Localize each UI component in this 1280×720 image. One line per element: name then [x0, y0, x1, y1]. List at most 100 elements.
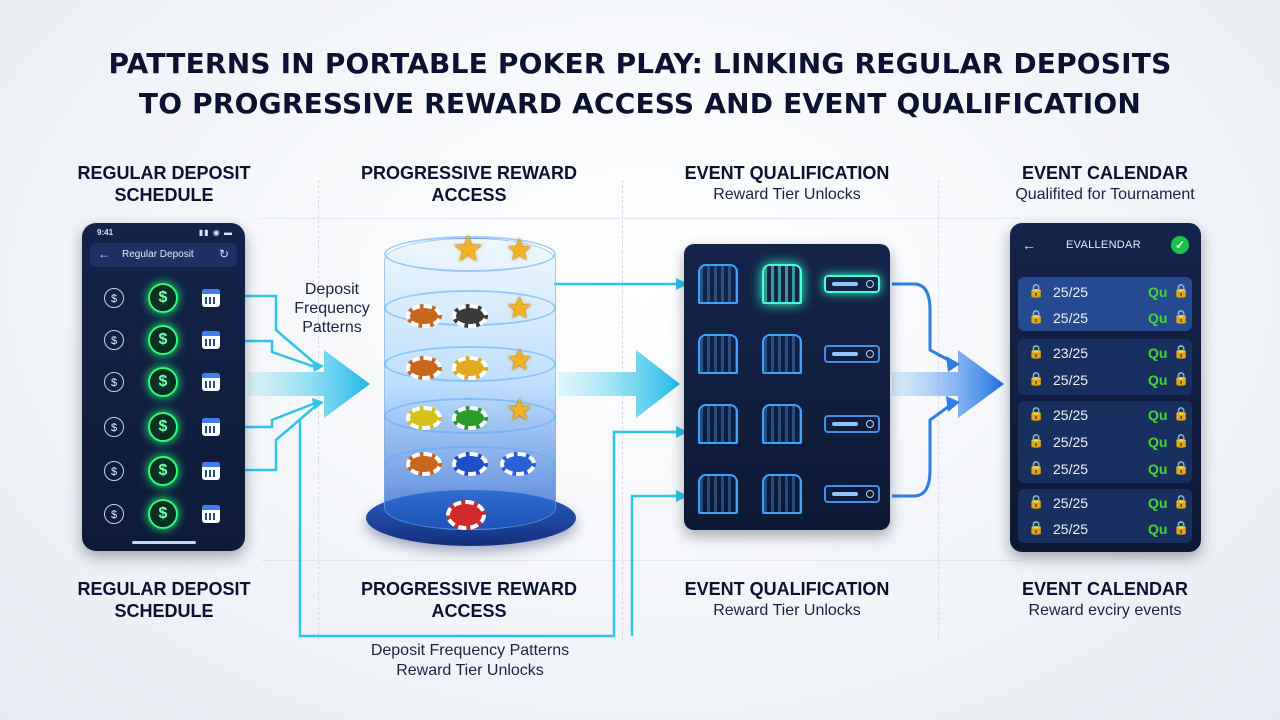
- deposit-row[interactable]: $ $: [102, 367, 232, 397]
- lock-icon: 🔒: [1028, 460, 1045, 475]
- connector-line: [236, 400, 319, 429]
- status-icons: ▮▮ ◉ ▬: [198, 228, 233, 237]
- arrowhead: [946, 396, 960, 412]
- progress-slot-icon: [824, 415, 880, 433]
- event-group[interactable]: 🔒 25/25 Qu 🔒 🔒 25/25 Qu 🔒: [1018, 277, 1192, 331]
- event-row[interactable]: 🔒 25/25 Qu 🔒: [1028, 281, 1189, 303]
- lock-icon: 🔒: [1028, 520, 1045, 535]
- label-line: Deposit: [304, 281, 360, 298]
- calendar-icon: [202, 373, 220, 391]
- guide-line: [938, 180, 939, 640]
- connector-line: [236, 294, 319, 367]
- dollar-coin-icon: $: [104, 417, 124, 437]
- poker-chip-icon: [406, 356, 442, 380]
- star-icon: ★: [506, 344, 533, 377]
- deposit-frequency-label: Deposit Frequency Patterns: [282, 280, 382, 337]
- refresh-icon[interactable]: ↻: [218, 247, 229, 261]
- event-row[interactable]: 🔒 25/25 Qu 🔒: [1028, 404, 1189, 426]
- star-icon: ★: [506, 234, 533, 267]
- guide-line: [260, 218, 1020, 219]
- connector-line: [892, 402, 953, 498]
- event-date: 25/25: [1053, 521, 1089, 537]
- heading-line: SCHEDULE: [114, 601, 214, 621]
- cylinder-tier-ring: [384, 446, 556, 482]
- gate-icon: [762, 334, 802, 374]
- event-group[interactable]: 🔒 25/25 Qu 🔒 🔒 25/25 Qu 🔒 🔒 25/25 Qu 🔒: [1018, 401, 1192, 483]
- arrowhead: [946, 356, 960, 372]
- heading-reward-access-top: PROGRESSIVE REWARD ACCESS: [349, 162, 589, 206]
- connector-line: [892, 282, 953, 364]
- big-arrow: [892, 350, 1004, 418]
- event-row[interactable]: 🔒 25/25 Qu 🔒: [1028, 431, 1190, 453]
- event-row[interactable]: 🔒 25/25 Qu 🔒: [1028, 369, 1190, 391]
- arrowhead: [676, 278, 688, 290]
- heading-line: EVENT QUALIFICATION: [684, 579, 890, 599]
- gate-icon: [698, 474, 738, 514]
- lock-icon: 🔒: [1173, 520, 1190, 535]
- event-group[interactable]: 🔒 25/25 Qu 🔒 🔒 25/25 Qu 🔒: [1018, 489, 1192, 543]
- cylinder-tier-ring: [384, 346, 556, 382]
- connector-line: [630, 494, 676, 636]
- lock-icon: 🔒: [1173, 371, 1190, 386]
- event-row[interactable]: 🔒 25/25 Qu 🔒: [1028, 458, 1189, 480]
- event-date: 25/25: [1053, 310, 1089, 326]
- heading-reward-access-bottom: PROGRESSIVE REWARD ACCESS: [349, 578, 589, 622]
- glowing-dollar-icon: $: [148, 325, 178, 355]
- lock-icon: 🔒: [1173, 309, 1190, 324]
- lock-icon: 🔒: [1173, 433, 1190, 448]
- deposit-row[interactable]: $ $: [102, 456, 232, 486]
- caption-line: Reward Tier Unlocks: [396, 662, 544, 679]
- qualified-tag: Qu: [1148, 284, 1168, 300]
- qualified-tag: Qu: [1148, 521, 1168, 537]
- poker-chip-icon: [406, 452, 442, 476]
- back-arrow-icon[interactable]: ←: [98, 247, 110, 261]
- heading-line: ACCESS: [431, 185, 507, 205]
- title-line-1: PATTERNS IN PORTABLE POKER PLAY: LINKING…: [108, 47, 1172, 80]
- gate-icon: [762, 474, 802, 514]
- event-row[interactable]: 🔒 25/25 Qu 🔒: [1028, 307, 1190, 329]
- progress-slot-icon: [824, 485, 880, 503]
- poker-chip-icon: [452, 304, 488, 328]
- event-date: 25/25: [1053, 372, 1089, 388]
- event-row[interactable]: 🔒 25/25 Qu 🔒: [1028, 492, 1189, 514]
- calendar-icon: [202, 331, 220, 349]
- poker-chip-icon: [452, 406, 488, 430]
- lock-icon: 🔒: [1028, 344, 1045, 359]
- gate-icon: [762, 404, 802, 444]
- calendar-icon: [202, 505, 220, 523]
- glowing-dollar-icon: $: [148, 367, 178, 397]
- deposit-row[interactable]: $ $: [102, 325, 232, 355]
- event-date: 25/25: [1053, 407, 1089, 423]
- heading-line: PROGRESSIVE REWARD: [360, 163, 578, 183]
- heading-subtitle: Reward Tier Unlocks: [713, 602, 861, 619]
- event-row[interactable]: 🔒 25/25 Qu 🔒: [1028, 518, 1190, 540]
- deposit-row[interactable]: $ $: [102, 499, 232, 529]
- deposit-title: Regular Deposit: [122, 249, 194, 260]
- star-icon: ★: [452, 228, 485, 269]
- dollar-coin-icon: $: [104, 288, 124, 308]
- event-calendar-phone: ← EVALLENDAR ✓ 🔒 25/25 Qu 🔒 🔒 25/25 Qu 🔒…: [1010, 223, 1201, 552]
- calendar-title: EVALLENDAR: [1066, 239, 1141, 251]
- label-line: Patterns: [302, 319, 362, 336]
- calendar-icon: [202, 418, 220, 436]
- heading-event-qualification-top: EVENT QUALIFICATION Reward Tier Unlocks: [652, 162, 922, 206]
- poker-chip-icon: [452, 452, 488, 476]
- star-icon: ★: [506, 394, 533, 427]
- event-date: 25/25: [1053, 495, 1089, 511]
- arrowhead: [676, 426, 688, 438]
- event-row[interactable]: 🔒 23/25 Qu 🔒: [1028, 342, 1189, 364]
- star-icon: ★: [506, 292, 533, 325]
- back-arrow-icon[interactable]: ←: [1022, 237, 1036, 253]
- guide-line: [318, 180, 319, 640]
- progress-slot-icon: [824, 275, 880, 293]
- deposit-phone: 9:41 ▮▮ ◉ ▬ ← Regular Deposit ↻ $ $ $ $ …: [82, 223, 245, 551]
- arrowhead: [312, 398, 324, 410]
- event-group[interactable]: 🔒 23/25 Qu 🔒 🔒 25/25 Qu 🔒: [1018, 339, 1192, 395]
- event-date: 25/25: [1053, 284, 1089, 300]
- heading-line: EVENT CALENDAR: [1021, 163, 1188, 183]
- title-line-2: TO PROGRESSIVE REWARD ACCESS AND EVENT Q…: [138, 87, 1142, 120]
- heading-subtitle: Reward evciry events: [1028, 602, 1182, 619]
- deposit-row[interactable]: $ $: [102, 412, 232, 442]
- cylinder-tier-ring: [384, 236, 556, 272]
- deposit-row[interactable]: $ $: [102, 283, 232, 313]
